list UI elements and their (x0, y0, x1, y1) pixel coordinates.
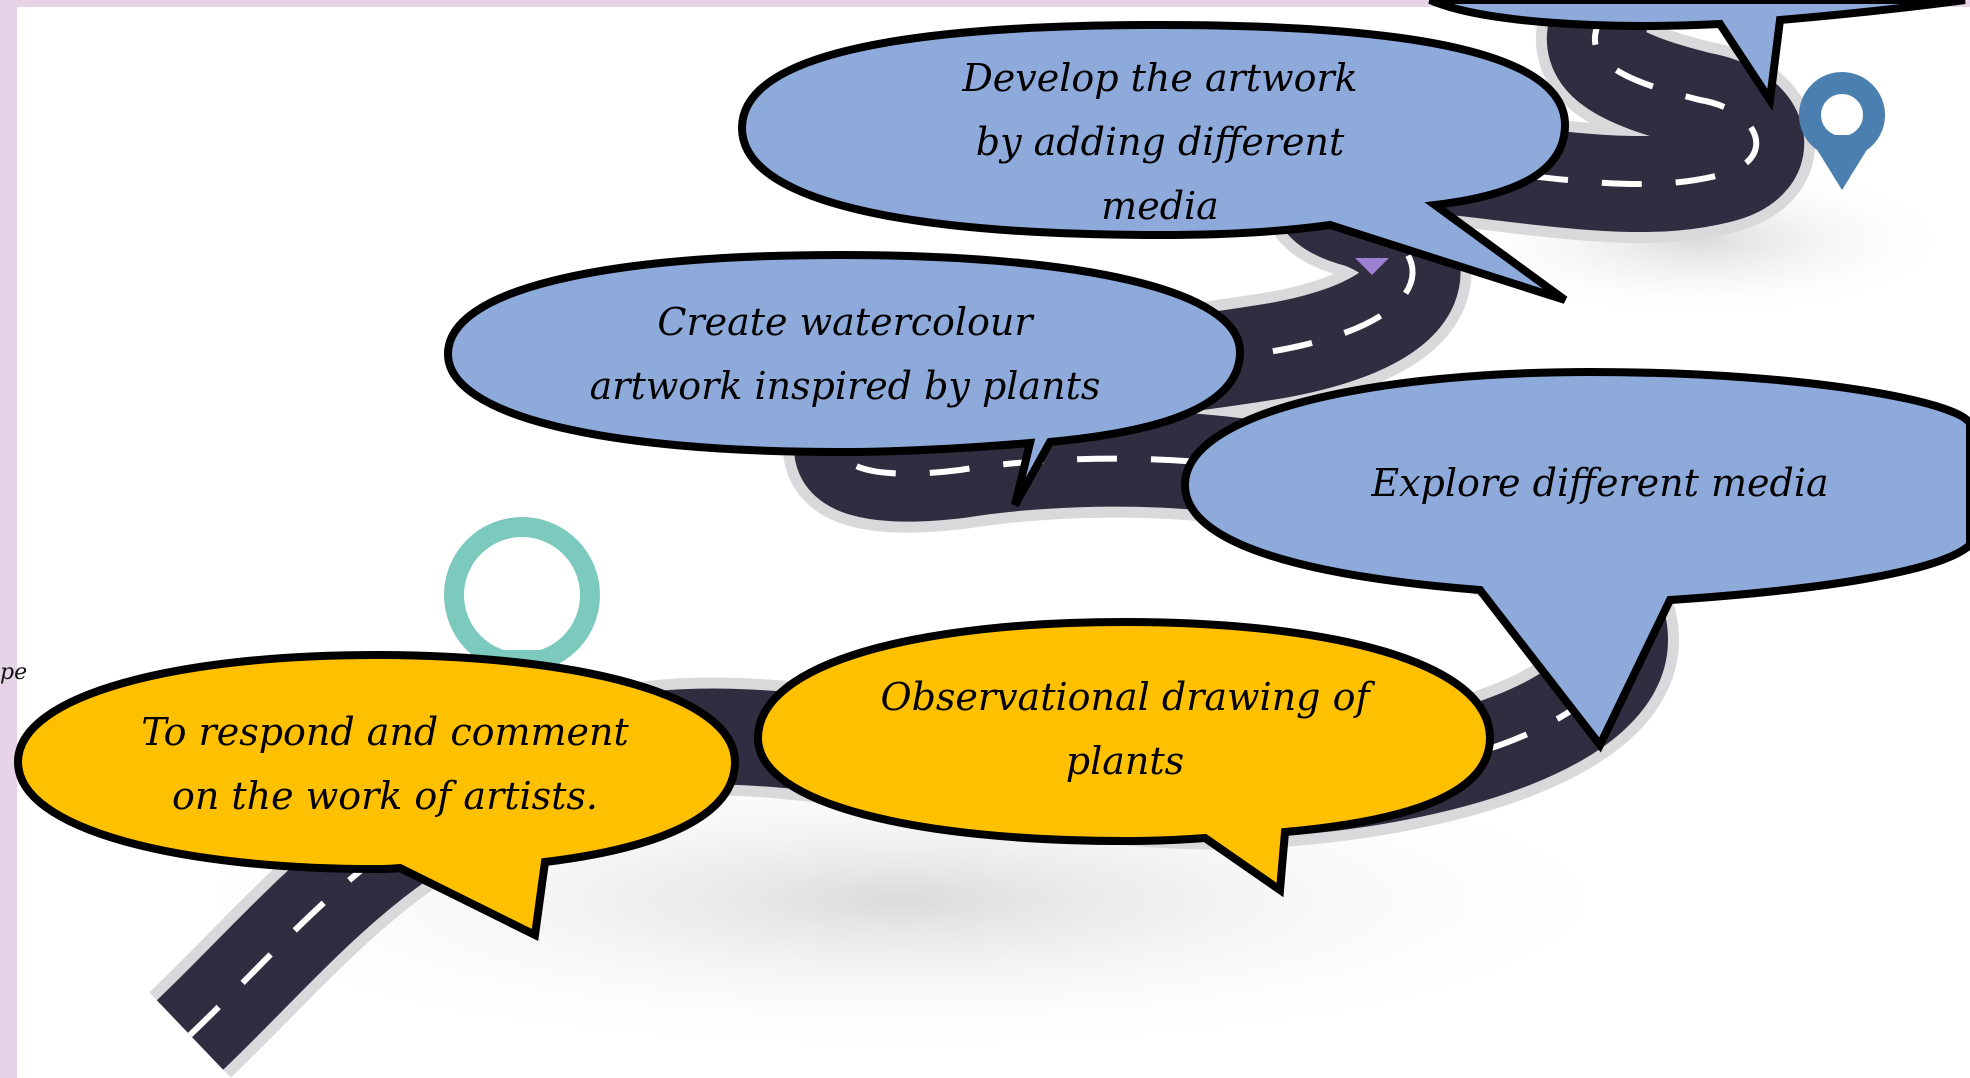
speech-bubble-explore-media (1180, 367, 1970, 753)
cut-off-text: pe (0, 660, 28, 685)
purple-location-pin-icon (1355, 258, 1389, 275)
speech-bubble-observational-drawing (753, 617, 1495, 898)
step-text-respond-comment: To respond and comment on the work of ar… (141, 710, 629, 818)
speech-bubble-respond-comment (13, 650, 740, 942)
left-border (0, 0, 17, 1078)
partial-speech-bubble (1428, 0, 1966, 112)
step-text-develop-artwork: Develop the artwork by adding different … (962, 56, 1358, 228)
top-border (0, 0, 1970, 7)
speech-bubble-watercolour (443, 250, 1245, 507)
step-text-observational-drawing: Observational drawing of plants (880, 675, 1370, 783)
blue-location-pin-icon (1799, 72, 1885, 190)
step-text-watercolour: Create watercolour artwork inspired by p… (589, 300, 1101, 408)
speech-bubble-develop-artwork (737, 20, 1570, 304)
step-text-explore-media: Explore different media (1371, 461, 1829, 505)
